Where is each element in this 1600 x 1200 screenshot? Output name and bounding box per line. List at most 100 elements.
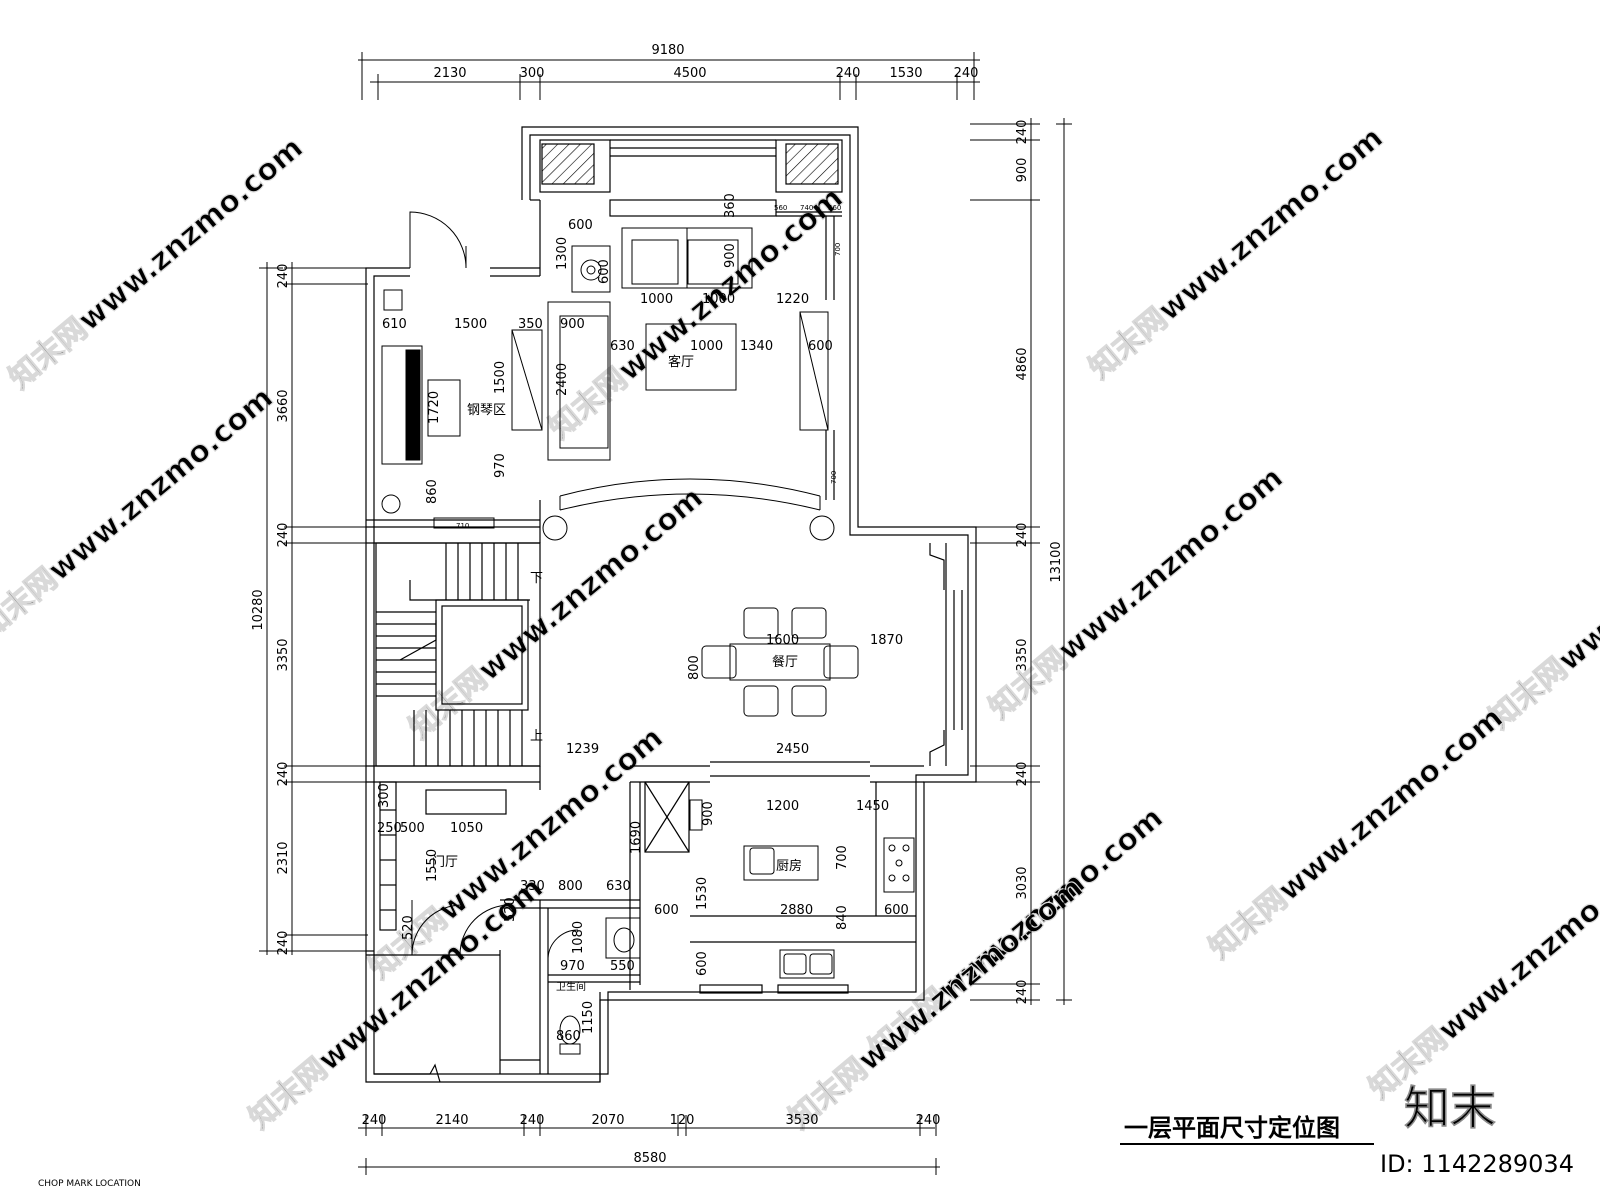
- watermark-5: 知末网www.znzmo.com: [363, 720, 670, 986]
- dim-left-seg-4: 3350: [276, 638, 291, 671]
- dim-interior: 1150: [581, 1001, 596, 1034]
- watermark-2: 知末网www.znzmo.com: [0, 380, 280, 646]
- stair-up-label: 上: [530, 729, 543, 744]
- dim-right-seg-6: 240: [1015, 762, 1030, 787]
- dimension-labels-top: 9180 2130 300 4500 240 1530 240: [433, 43, 978, 81]
- dim-bottom-seg-4: 2070: [591, 1113, 624, 1128]
- dim-bottom-seg-7: 240: [916, 1113, 941, 1128]
- dimension-labels-right: 240 900 4860 240 3350 240 3030 240 13100: [1015, 120, 1064, 1005]
- dim-interior: 900: [723, 243, 738, 268]
- dim-bottom-overall: 8580: [633, 1151, 666, 1166]
- dimension-labels-bottom: 240 2140 240 2070 120 3530 240 8580: [362, 1113, 941, 1166]
- furniture: [381, 227, 915, 1055]
- dim-interior: 630: [610, 339, 635, 354]
- dim-interior: 970: [560, 959, 585, 974]
- dim-interior: 550: [610, 959, 635, 974]
- dim-interior: 1050: [450, 821, 483, 836]
- dim-top-overall: 9180: [651, 43, 684, 58]
- dimension-labels-interior: 600 360 1300 600 900 560 740 560 700 100…: [377, 193, 909, 1044]
- dim-interior: 560: [774, 204, 787, 212]
- dim-top-seg-5: 1530: [889, 66, 922, 81]
- dim-interior: 1690: [629, 821, 644, 854]
- dim-top-seg-3: 4500: [673, 66, 706, 81]
- dim-interior: 1600: [766, 633, 799, 648]
- dim-interior: 1239: [566, 742, 599, 757]
- watermark-layer: 知末网www.znzmo.com 知末网www.znzmo.com 知末网www…: [0, 120, 1600, 1137]
- room-dining-label: 餐厅: [772, 654, 798, 670]
- dim-interior: 600: [597, 259, 612, 284]
- dim-interior: 1080: [571, 921, 586, 954]
- dim-interior: 700: [834, 243, 842, 256]
- dim-interior: 860: [425, 479, 440, 504]
- dim-interior: 300: [377, 783, 392, 808]
- dim-interior: 970: [493, 453, 508, 478]
- image-id-label: ID: 1142289034: [1380, 1150, 1574, 1178]
- dim-interior: 1000: [690, 339, 723, 354]
- dim-interior: 900: [560, 317, 585, 332]
- dim-interior: 520: [503, 897, 518, 922]
- dim-top-seg-1: 2130: [433, 66, 466, 81]
- dim-interior: 1340: [740, 339, 773, 354]
- chop-mark-label: CHOP MARK LOCATION: [38, 1179, 141, 1189]
- dim-left-seg-7: 240: [276, 931, 291, 956]
- dim-interior: 1220: [776, 292, 809, 307]
- dim-top-seg-2: 300: [520, 66, 545, 81]
- dim-interior: 1720: [427, 391, 442, 424]
- brand-logo: 知末: [1404, 1081, 1496, 1135]
- dim-bottom-seg-3: 240: [520, 1113, 545, 1128]
- dim-left-seg-1: 240: [276, 264, 291, 289]
- room-foyer-label: 门厅: [432, 855, 458, 870]
- dim-interior: 700: [835, 845, 850, 870]
- dim-bottom-seg-1: 240: [362, 1113, 387, 1128]
- dim-interior: 250: [377, 821, 402, 836]
- watermark-12: 知末网www.znzmo.com: [1483, 470, 1600, 736]
- dim-interior: 2400: [555, 363, 570, 396]
- watermark-11: 知末网www.znzmo.com: [1363, 840, 1600, 1106]
- watermark-13: 知末网www.znzmo.com: [1203, 700, 1510, 966]
- dim-top-seg-4: 240: [836, 66, 861, 81]
- dim-left-seg-3: 240: [276, 523, 291, 548]
- watermark-7: 知末网www.znzmo.com: [1083, 120, 1390, 386]
- dim-interior: 1000: [702, 292, 735, 307]
- dim-interior: 840: [835, 905, 850, 930]
- dim-top-seg-6: 240: [954, 66, 979, 81]
- dim-interior: 1550: [425, 849, 440, 882]
- dim-interior: 2880: [780, 903, 813, 918]
- dim-right-seg-1: 240: [1015, 120, 1030, 145]
- dim-interior: 630: [606, 879, 631, 894]
- dim-right-seg-3: 4860: [1015, 347, 1030, 380]
- room-bathroom-label: 卫生间: [556, 980, 586, 993]
- dim-interior: 1000: [640, 292, 673, 307]
- dim-left-seg-5: 240: [276, 762, 291, 787]
- dimension-labels-left: 10280 240 3660 240 3350 240 2310 240: [251, 264, 291, 956]
- room-kitchen-label: 厨房: [776, 858, 802, 874]
- watermark-1: 知末网www.znzmo.com: [3, 130, 310, 396]
- dim-right-seg-8: 240: [1015, 980, 1030, 1005]
- stair-down-label: 下: [530, 571, 543, 586]
- walls: [365, 126, 977, 1083]
- room-living-label: 客厅: [668, 354, 694, 370]
- room-labels: 客厅 钢琴区 餐厅 门厅 厨房 卫生间 下 上: [432, 354, 802, 993]
- watermark-10: 知末网www.znzmo.com: [783, 870, 1090, 1136]
- dim-interior: 1200: [766, 799, 799, 814]
- dimension-lines: [259, 52, 1072, 1175]
- dim-right-seg-5: 3350: [1015, 638, 1030, 671]
- dim-right-overall: 13100: [1049, 541, 1064, 582]
- dim-interior: 600: [884, 903, 909, 918]
- dim-left-seg-6: 2310: [276, 841, 291, 874]
- dim-interior: 1870: [870, 633, 903, 648]
- drawing-title: 一层平面尺寸定位图: [1124, 1114, 1340, 1142]
- dim-bottom-seg-5: 120: [670, 1113, 695, 1128]
- room-piano-label: 钢琴区: [467, 403, 506, 418]
- dim-interior: 1500: [454, 317, 487, 332]
- dim-interior: 800: [687, 655, 702, 680]
- dim-interior: 710: [456, 522, 469, 530]
- dim-right-seg-7: 3030: [1015, 866, 1030, 899]
- dim-interior: 360: [723, 193, 738, 218]
- dim-interior: 740: [800, 204, 813, 212]
- watermark-8: 知末网www.znzmo.com: [983, 460, 1290, 726]
- dim-interior: 1500: [493, 361, 508, 394]
- dim-interior: 1450: [856, 799, 889, 814]
- dim-interior: 350: [518, 317, 543, 332]
